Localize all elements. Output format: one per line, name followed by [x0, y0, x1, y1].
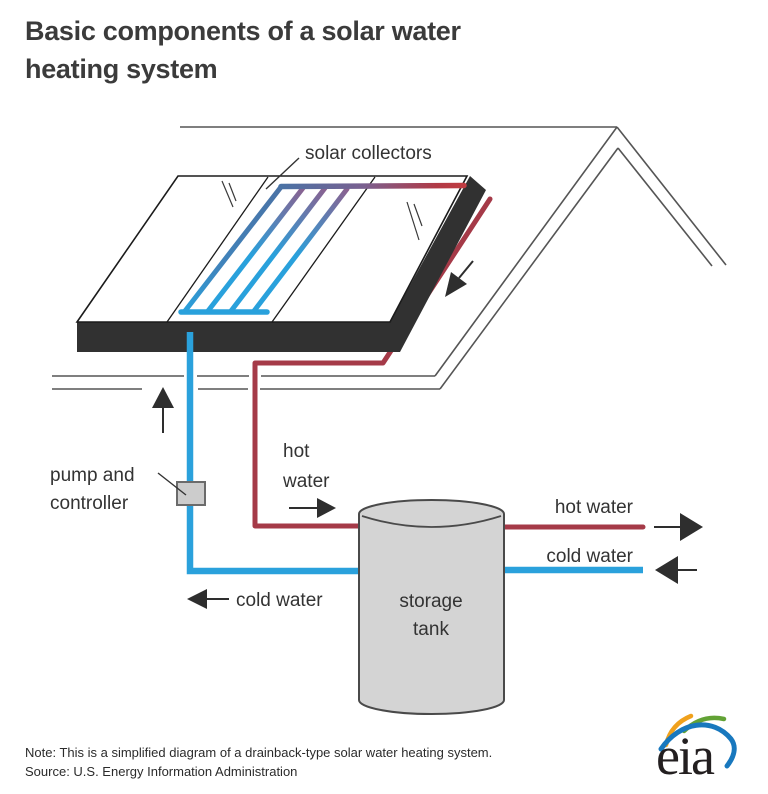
absorber-run	[182, 184, 284, 314]
roof-rake-front-inner	[439, 147, 619, 390]
tank-body	[358, 499, 505, 715]
label-cold-water-right: cold water	[546, 546, 633, 567]
solar-collector	[75, 175, 486, 352]
flow-arrow-right-hot-out	[654, 513, 703, 541]
roof-outline	[52, 126, 727, 390]
flow-arrows	[152, 260, 703, 609]
glass-reflection-marks	[221, 180, 423, 241]
absorber-pipes	[178, 182, 467, 315]
eia-logo-text: eia	[656, 726, 715, 786]
label-hot-water-right: hot water	[555, 497, 634, 518]
collector-glass-face	[75, 175, 469, 323]
label-tank-line2: tank	[413, 619, 449, 640]
roof-rake-right-outer	[616, 126, 727, 266]
label-pump-line1: pump and	[50, 465, 135, 486]
flow-arrow-down-roof	[445, 260, 474, 297]
collector-side-slab	[77, 176, 486, 352]
note-text: Note: This is a simplified diagram of a …	[25, 745, 492, 760]
collector-panel-divider	[271, 176, 376, 323]
solar-collectors-pointer-line	[265, 157, 300, 190]
roof-rake-right-inner	[617, 147, 713, 267]
absorber-run	[205, 185, 306, 314]
flow-arrow-left-cold-bottom	[187, 589, 229, 609]
flow-arrow-right-mid	[289, 498, 336, 518]
cold-pipe-to-collector	[186, 332, 360, 575]
label-solar-collectors: solar collectors	[305, 143, 432, 164]
eia-logo-blue-swoosh	[658, 722, 737, 769]
absorber-header-pipe	[278, 182, 467, 190]
collector-panel-divider	[166, 176, 269, 323]
label-pump-line2: controller	[50, 493, 129, 514]
eia-logo: eia	[656, 713, 737, 786]
roof-rake-front-outer	[434, 126, 618, 377]
page-title-line2: heating system	[25, 54, 217, 84]
label-tank-line1: storage	[399, 591, 462, 612]
source-text: Source: U.S. Energy Information Administ…	[25, 764, 297, 779]
tank-top-lip	[361, 515, 502, 528]
page-title-line1: Basic components of a solar water	[25, 16, 462, 46]
flow-arrow-left-cold-in	[655, 556, 697, 584]
absorber-run	[251, 186, 350, 314]
storage-tank	[358, 499, 505, 715]
pump-pointer-line	[157, 472, 187, 496]
pump-controller-box	[176, 481, 206, 506]
label-hot-mid-line1: hot	[283, 441, 310, 462]
absorber-run	[228, 185, 328, 314]
label-hot-mid-line2: water	[282, 471, 330, 492]
label-cold-water-bottom: cold water	[236, 590, 323, 611]
flow-arrow-up-left	[152, 387, 174, 433]
